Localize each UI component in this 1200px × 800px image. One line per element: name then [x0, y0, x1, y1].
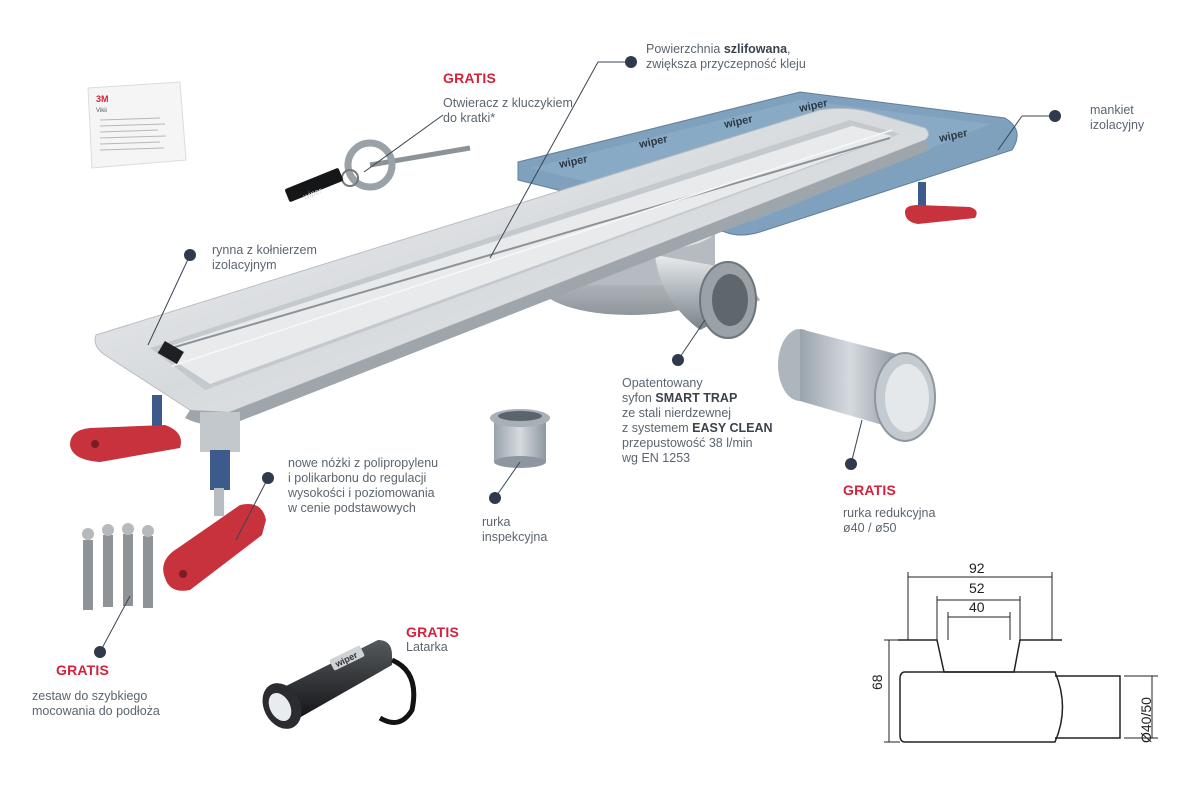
leader-lines [99, 61, 1055, 653]
opener-gratis-badge: GRATIS [443, 70, 497, 86]
label-surface-post: , [787, 42, 791, 56]
callout-dot-reducer [845, 458, 857, 470]
dim-middle: 52 [969, 580, 985, 596]
label-legs-line2: i polikarbonu do regulacji [288, 471, 427, 485]
label-opener: Otwieracz z kluczykiem do kratki* [443, 96, 573, 126]
label-trap-line1: Opatentowany [622, 376, 703, 390]
label-surface-line2: zwiększa przyczepność kleju [646, 57, 806, 71]
left-adjustable-foot [70, 395, 181, 462]
label-trap-line4-bold: EASY CLEAN [692, 421, 773, 435]
grate-opener-key: wiper [285, 139, 471, 202]
label-legs-line3: wysokości i poziomowania [288, 486, 435, 500]
label-trap-line3: ze stali nierdzewnej [622, 406, 732, 420]
dim-outer: 92 [969, 560, 985, 576]
label-reducer-line2: ø40 / ø50 [843, 521, 897, 535]
label-gutter: rynna z kołnierzem izolacyjnym [212, 243, 317, 273]
label-legs-line1: nowe nóżki z polipropylenu [288, 456, 439, 470]
callout-dot-trap [672, 354, 684, 366]
technical-drawing [884, 572, 1158, 743]
callout-dot-collar [1049, 110, 1061, 122]
label-collar-line1: mankiet [1090, 103, 1134, 117]
label-opener-line1: Otwieracz z kluczykiem [443, 96, 573, 110]
label-legs: nowe nóżki z polipropylenu i polikarbonu… [288, 456, 438, 516]
label-reducer: rurka redukcyjna ø40 / ø50 [843, 506, 935, 536]
dim-height: 68 [869, 674, 885, 690]
drain-channel [94, 107, 930, 426]
label-trap: Opatentowany syfon SMART TRAP ze stali n… [622, 376, 773, 466]
label-opener-line2: do kratki* [443, 111, 496, 125]
flashlight-gratis-badge: GRATIS [406, 624, 460, 640]
callout-dot-kit [94, 646, 106, 658]
label-trap-line4-pre: z systemem [622, 421, 693, 435]
reducer-gratis-badge: GRATIS [843, 482, 897, 498]
label-trap-line6: wg EN 1253 [622, 451, 691, 465]
label-surface: Powierzchnia szlifowana, zwiększa przycz… [646, 42, 806, 72]
label-legs-line4: w cenie podstawowych [288, 501, 416, 515]
label-gutter-line2: izolacyjnym [212, 258, 277, 272]
label-flashlight-line1: Latarka [406, 640, 448, 654]
label-surface-pre: Powierzchnia [646, 42, 724, 56]
label-kit: zestaw do szybkiego mocowania do podłoża [32, 689, 160, 719]
label-inspection: rurka inspekcyjna [482, 515, 547, 545]
label-collar-line2: izolacyjny [1090, 118, 1145, 132]
label-collar: mankiet izolacyjny [1090, 103, 1144, 133]
label-trap-line5: przepustowość 38 l/min [622, 436, 753, 450]
label-trap-line2-pre: syfon [622, 391, 656, 405]
label-reducer-line1: rurka redukcyjna [843, 506, 936, 520]
label-inspection-line2: inspekcyjna [482, 530, 548, 544]
label-flashlight: Latarka [406, 640, 448, 655]
callout-dot-legs [262, 472, 274, 484]
reducer-pipe [778, 329, 936, 442]
anchor-kit [82, 523, 154, 610]
callout-dot-gutter [184, 249, 196, 261]
sachet-product: Vikii [96, 108, 107, 114]
kit-gratis-badge: GRATIS [56, 662, 110, 678]
dim-pipe: Ø40/50 [1138, 697, 1154, 743]
dimension-labels: 92 52 40 68 Ø40/50 [869, 560, 1154, 743]
callout-dot-inspection [489, 492, 501, 504]
label-kit-line1: zestaw do szybkiego [32, 689, 148, 703]
label-kit-line2: mocowania do podłoża [32, 704, 160, 718]
flashlight: wiper [262, 640, 417, 729]
label-trap-line2-bold: SMART TRAP [655, 391, 738, 405]
dim-inner: 40 [969, 599, 985, 615]
adhesive-sachet: 3M Vikii [87, 81, 187, 169]
callout-dot-surface [625, 56, 637, 68]
label-gutter-line1: rynna z kołnierzem [212, 243, 317, 257]
inspection-pipe [490, 409, 550, 468]
right-adjustable-foot [905, 182, 977, 224]
front-adjustable-foot [163, 412, 266, 591]
label-surface-bold: szlifowana [723, 42, 788, 56]
sachet-brand: 3M [96, 94, 109, 104]
label-inspection-line1: rurka [482, 515, 511, 529]
